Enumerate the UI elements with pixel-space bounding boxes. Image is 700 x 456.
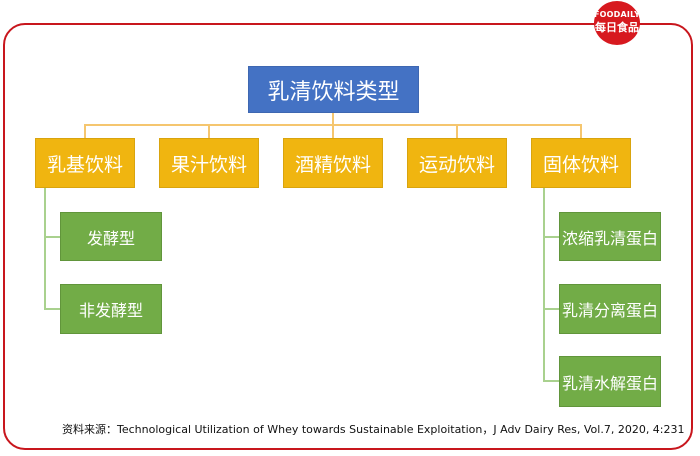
root-node: 乳清饮料类型 (248, 66, 419, 113)
connector-drop-1 (84, 124, 86, 138)
connector-dairy-branch-2 (44, 308, 60, 310)
leaf-non-fermented: 非发酵型 (60, 284, 162, 334)
connector-solid-vertical (543, 188, 545, 382)
connector-dairy-vertical (44, 188, 46, 310)
leaf-whey-protein-isolate: 乳清分离蛋白 (559, 284, 661, 334)
category-juice: 果汁饮料 (159, 138, 259, 188)
logo-text-cn: 每日食品 (595, 21, 639, 34)
connector-solid-branch-3 (543, 380, 559, 382)
connector-drop-4 (456, 124, 458, 138)
logo-text-en: FOODAILY (594, 10, 641, 19)
connector-drop-5 (580, 124, 582, 138)
category-solid: 固体饮料 (531, 138, 631, 188)
outer-frame (3, 23, 693, 450)
connector-dairy-branch-1 (44, 236, 60, 238)
foodaily-logo: FOODAILY 每日食品 (594, 1, 640, 45)
category-alcoholic: 酒精饮料 (283, 138, 383, 188)
leaf-fermented: 发酵型 (60, 212, 162, 261)
connector-drop-3 (332, 124, 334, 138)
leaf-whey-protein-concentrate: 浓缩乳清蛋白 (559, 212, 661, 261)
connector-drop-2 (208, 124, 210, 138)
source-citation: 资料来源：Technological Utilization of Whey t… (62, 423, 685, 436)
category-sports: 运动饮料 (407, 138, 507, 188)
connector-solid-branch-1 (543, 236, 559, 238)
category-dairy-based: 乳基饮料 (35, 138, 135, 188)
connector-solid-branch-2 (543, 308, 559, 310)
leaf-whey-protein-hydrolysate: 乳清水解蛋白 (559, 356, 661, 407)
connector-root-vertical (332, 113, 334, 125)
